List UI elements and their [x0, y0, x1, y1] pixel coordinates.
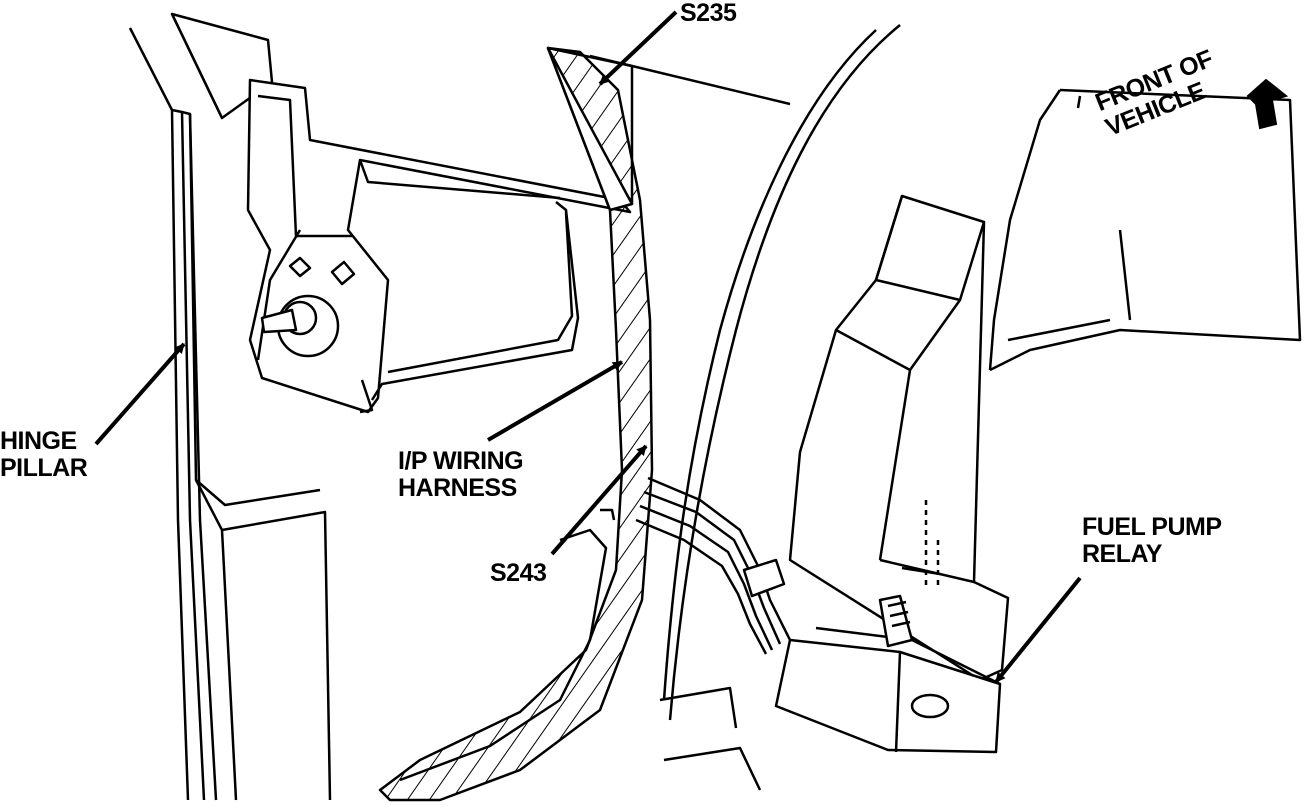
harness-branch-drawing [635, 476, 792, 655]
front-of-vehicle-arrow-icon [1246, 78, 1289, 130]
s235-arrow [598, 10, 678, 86]
label-ip-wiring-harness: I/P WIRING HARNESS [398, 447, 524, 502]
label-fuel-pump-relay: FUEL PUMP RELAY [1082, 513, 1222, 568]
ip-wiring-harness-arrow [486, 360, 624, 442]
s243-arrow [550, 444, 648, 556]
label-hinge-pillar: HINGE PILLAR [0, 427, 88, 482]
side-panel-drawing [988, 88, 1302, 372]
ip-wiring-harness-drawing [378, 46, 654, 802]
callout-arrows [94, 10, 1082, 684]
hinge-pillar-drawing [128, 27, 332, 801]
bracket-drawing [170, 12, 632, 414]
label-s243: S243 [490, 559, 547, 587]
hinge-pillar-arrow [94, 342, 186, 446]
label-s235: S235 [680, 0, 737, 27]
fuel-pump-relay-drawing [774, 594, 1002, 754]
fuel-pump-relay-arrow [994, 576, 1082, 684]
door-opening-drawing [659, 24, 901, 791]
